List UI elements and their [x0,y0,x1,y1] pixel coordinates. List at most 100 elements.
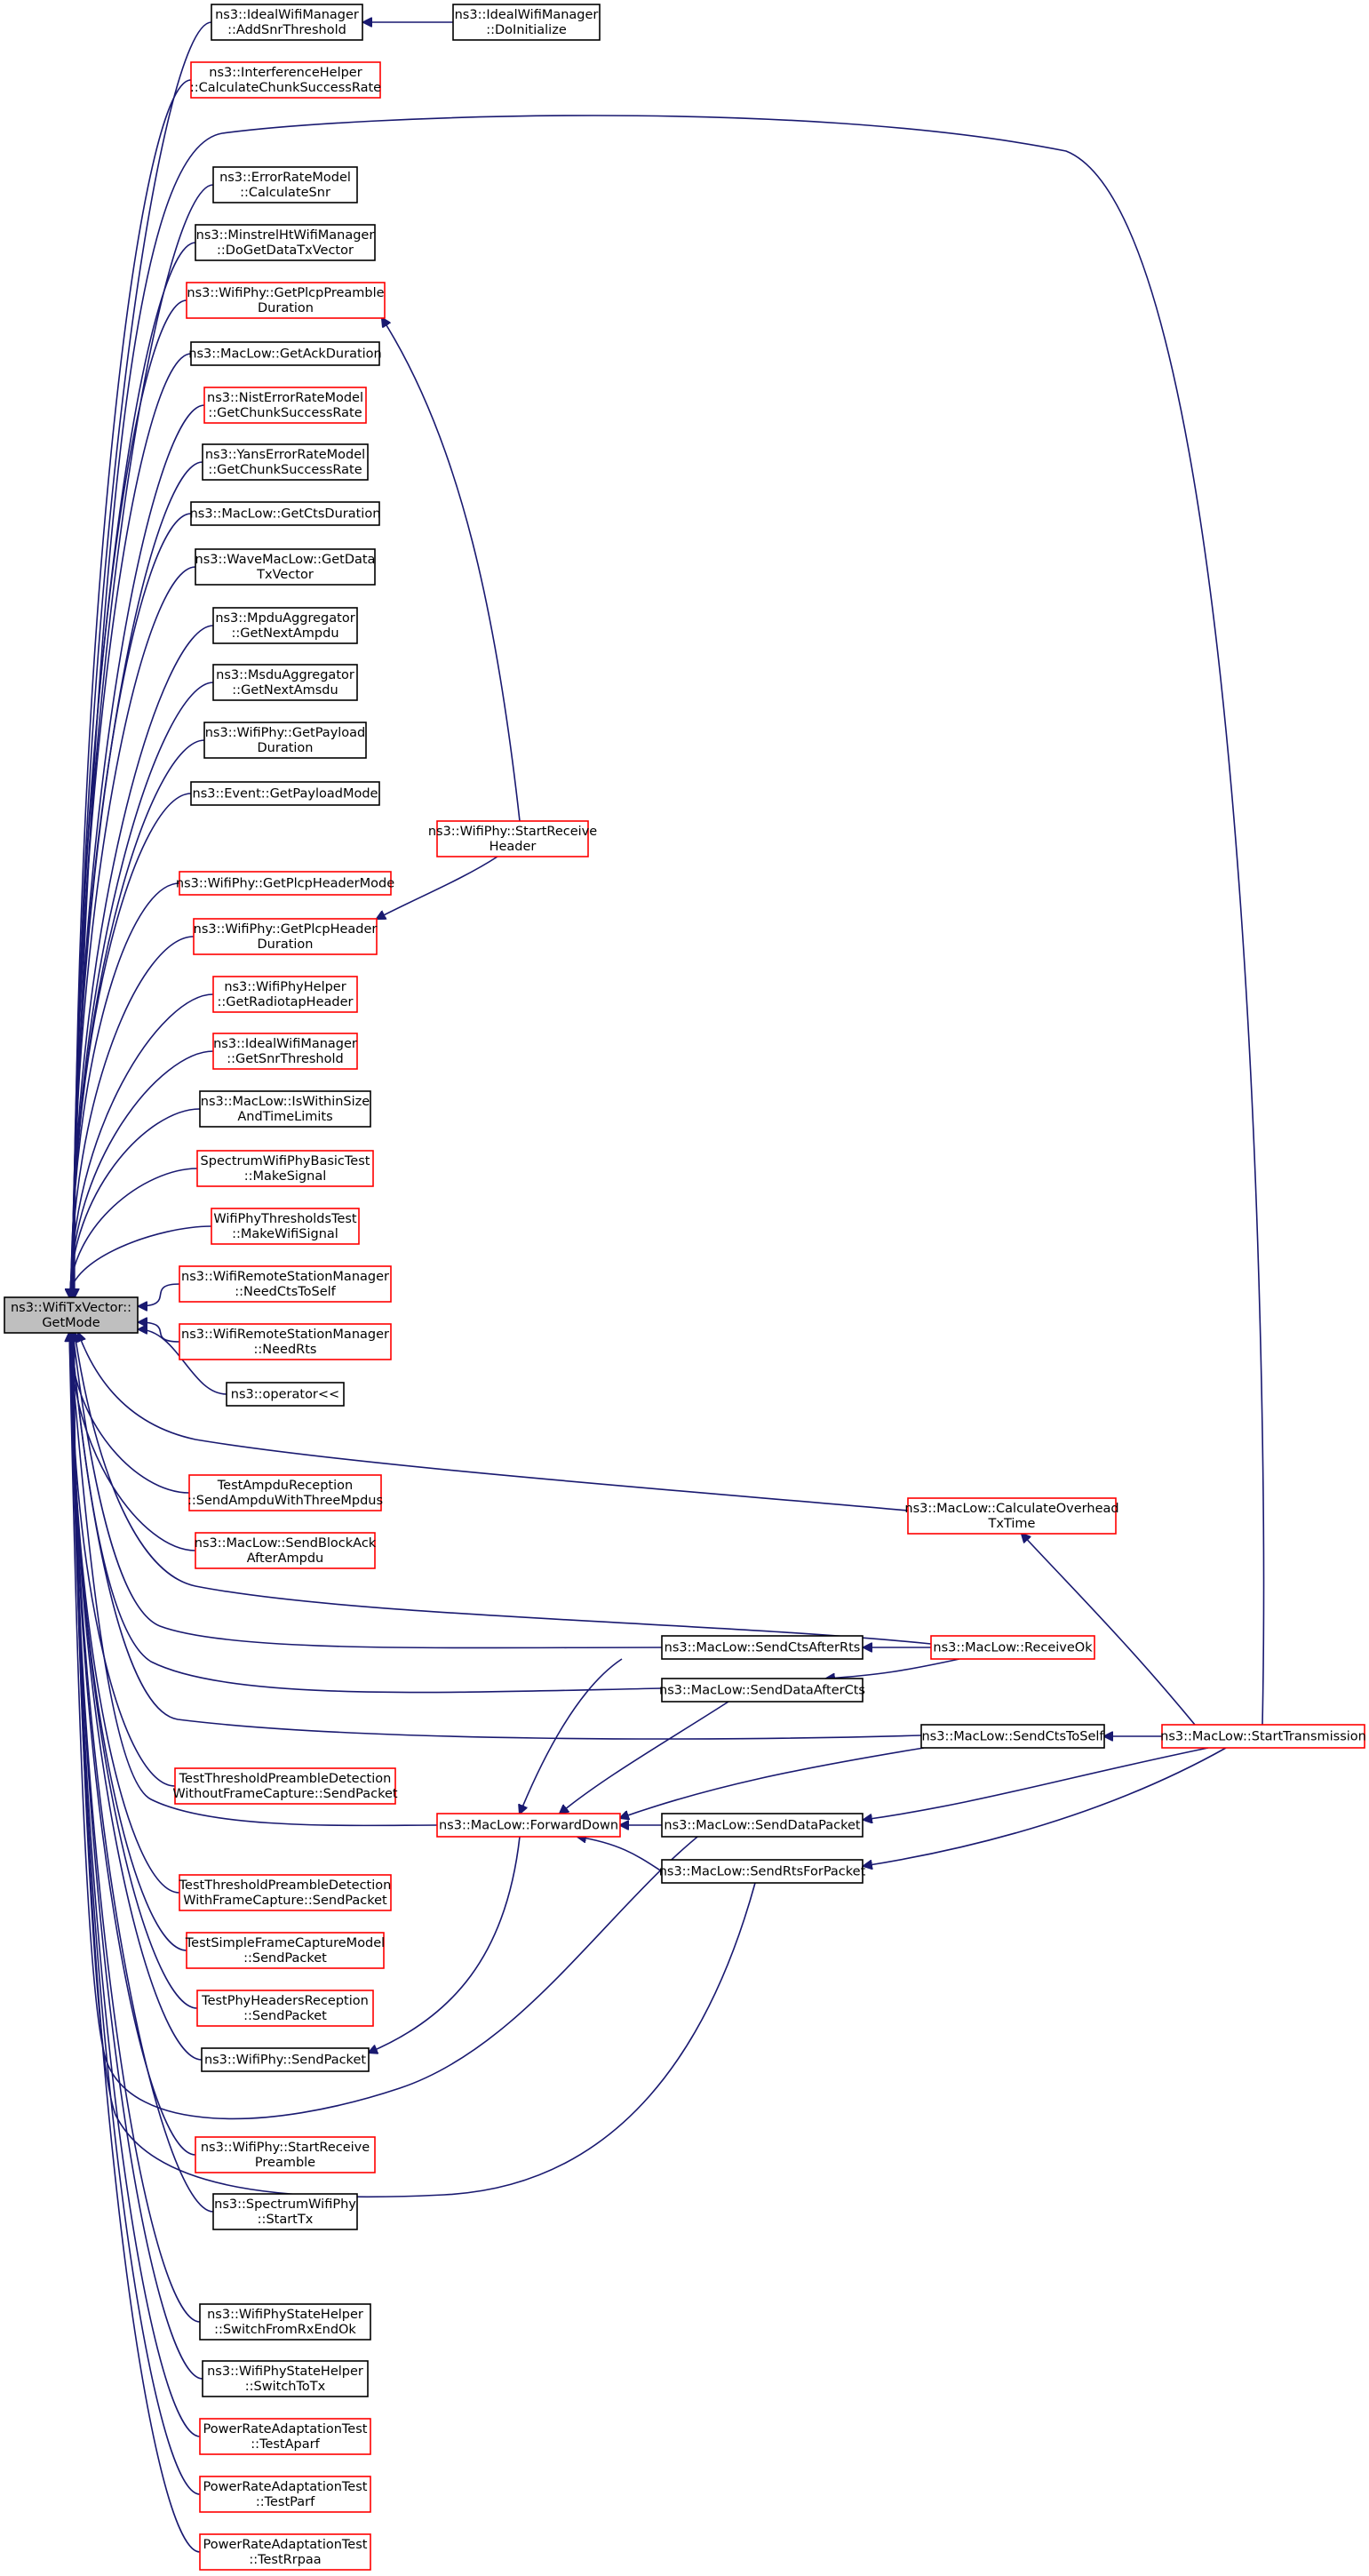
node-needCts[interactable]: ns3::WifiRemoteStationManager::NeedCtsTo… [179,1265,392,1303]
node-label: ::TestAparf [251,2437,320,2452]
node-switchRx[interactable]: ns3::WifiPhyStateHelper::SwitchFromRxEnd… [199,2303,371,2341]
node-ctsAfterRts[interactable]: ns3::MacLow::SendCtsAfterRts [661,1635,864,1660]
node-box [186,1932,385,1969]
node-waveData[interactable]: ns3::WaveMacLow::GetDataTxVector [195,548,376,586]
node-simpleCapture[interactable]: TestSimpleFrameCaptureModel::SendPacket [185,1932,385,1969]
edge-receiveOk-dataAfterCts [826,1658,960,1679]
node-dataAfterCts[interactable]: ns3::MacLow::SendDataAfterCts [659,1678,865,1703]
node-radiotap[interactable]: ns3::WifiPhyHelper::GetRadiotapHeader [212,976,358,1013]
node-switchTx[interactable]: ns3::WifiPhyStateHelper::SwitchToTx [202,2360,369,2397]
edge-line [74,242,196,1297]
node-threshMake[interactable]: WifiPhyThresholdsTest::MakeWifiSignal [211,1208,360,1245]
node-box [452,4,601,41]
edge-startTx-calcOverhead [1022,1534,1196,1726]
node-box [1161,1724,1365,1749]
edge-ackDur-root [73,353,192,1297]
node-dataPacket[interactable]: ns3::MacLow::SendDataPacket [661,1813,864,1838]
node-label: PowerRateAdaptationTest [203,2538,368,2552]
edge-line [73,404,205,1297]
node-box [190,501,380,526]
node-payloadMode[interactable]: ns3::Event::GetPayloadMode [190,781,380,806]
node-label: ::NeedCtsToSelf [235,1285,336,1299]
node-label: ns3::MacLow::GetCtsDuration [190,507,381,522]
node-forwardDown[interactable]: ns3::MacLow::ForwardDown [436,1813,621,1838]
node-operator[interactable]: ns3::operator<< [226,1382,345,1407]
node-addSnr[interactable]: ns3::IdealWifiManager::AddSnrThreshold [211,4,363,41]
node-aparf[interactable]: PowerRateAdaptationTest::TestAparf [199,2418,371,2455]
node-phyHeaders[interactable]: TestPhyHeadersReception::SendPacket [196,1990,374,2027]
node-box [195,548,376,586]
node-ackDur[interactable]: ns3::MacLow::GetAckDuration [188,341,382,366]
node-box [174,1767,396,1805]
node-label: ns3::MacLow::CalculateOverhead [904,1502,1118,1516]
edge-line [74,1333,203,2380]
node-label: Duration [258,741,314,755]
node-box [661,1813,864,1838]
node-label: ::MakeSignal [244,1169,327,1184]
edge-startTx-rtsForPacket [864,1747,1227,1866]
edge-line [75,1333,201,2553]
node-label: ns3::WifiPhyHelper [224,980,346,994]
node-box [661,1635,864,1660]
node-calcSnr[interactable]: ns3::ErrorRateModel::CalculateSnr [212,166,358,203]
node-calcChunk[interactable]: ns3::InterferenceHelper::CalculateChunkS… [190,61,381,99]
node-startTx[interactable]: ns3::MacLow::StartTransmission [1160,1724,1366,1749]
node-box [179,1265,392,1303]
edge-line [139,1322,180,1343]
node-ctsDur[interactable]: ns3::MacLow::GetCtsDuration [190,501,381,526]
node-minstrel[interactable]: ns3::MinstrelHtWifiManager::DoGetDataTxV… [195,224,376,261]
node-label: ns3::NistErrorRateModel [207,391,363,405]
node-label: ns3::operator<< [231,1388,339,1402]
node-ampduRecv[interactable]: TestAmpduReception::SendAmpduWithThreeMp… [187,1474,383,1511]
node-box [907,1497,1117,1535]
node-rrpaa[interactable]: PowerRateAdaptationTest::TestRrpaa [199,2533,371,2571]
node-specStartTx[interactable]: ns3::SpectrumWifiPhy::StartTx [212,2193,358,2230]
edge-line [73,1333,663,1649]
node-box [186,282,386,319]
edge-needRts-root [139,1322,180,1343]
node-parf[interactable]: PowerRateAdaptationTest::TestParf [199,2476,371,2513]
node-rtsForPacket[interactable]: ns3::MacLow::SendRtsForPacket [659,1859,866,1884]
node-label: ::GetNextAmsdu [232,683,338,698]
edge-radiotap-root [70,993,214,1297]
node-label: ::NeedRts [254,1343,317,1357]
edge-line [864,1747,1209,1820]
node-box [212,1033,358,1070]
edge-line [69,1333,729,2120]
node-label: AndTimeLimits [237,1110,332,1124]
node-yansChunk[interactable]: ns3::YansErrorRateModel::GetChunkSuccess… [202,443,369,481]
node-box [930,1635,1095,1660]
node-nistChunk[interactable]: ns3::NistErrorRateModel::GetChunkSuccess… [203,387,367,424]
node-ctsToSelf[interactable]: ns3::MacLow::SendCtsToSelf [920,1724,1105,1749]
node-box [211,4,363,41]
node-threshWith[interactable]: TestThresholdPreambleDetectionWithFrameC… [179,1874,392,1911]
node-label: TxTime [988,1517,1036,1531]
node-specMake[interactable]: SpectrumWifiPhyBasicTest::MakeSignal [196,1150,374,1187]
node-label: ns3::WifiPhy::SendPacket [204,2054,366,2068]
node-box [201,2047,370,2072]
node-box [661,1678,864,1703]
node-nextAmsdu[interactable]: ns3::MsduAggregator::GetNextAmsdu [212,664,358,701]
node-nextAmpdu[interactable]: ns3::MpduAggregator::GetNextAmpdu [212,607,358,644]
edge-startRecvHeader-plcpPreamble [382,318,521,822]
node-threshWithout[interactable]: TestThresholdPreambleDetectionWithoutFra… [172,1767,398,1805]
node-receiveOk[interactable]: ns3::MacLow::ReceiveOk [930,1635,1095,1660]
edge-plcpPreamble-root [74,299,187,1297]
node-label: ns3::IdealWifiManager [215,8,359,22]
node-doInit[interactable]: ns3::IdealWifiManager::DoInitialize [452,4,601,41]
node-getSnr[interactable]: ns3::IdealWifiManager::GetSnrThreshold [212,1033,358,1070]
node-label: ::SendPacket [243,1951,327,1966]
node-root[interactable]: ns3::WifiTxVector::GetMode [4,1296,139,1334]
edge-rtsForPacket-forwardDown [577,1837,663,1872]
node-needRts[interactable]: ns3::WifiRemoteStationManager::NeedRts [179,1323,392,1360]
node-plcpHeaderMode[interactable]: ns3::WifiPhy::GetPlcpHeaderMode [176,871,394,896]
node-phySend[interactable]: ns3::WifiPhy::SendPacket [201,2047,370,2072]
